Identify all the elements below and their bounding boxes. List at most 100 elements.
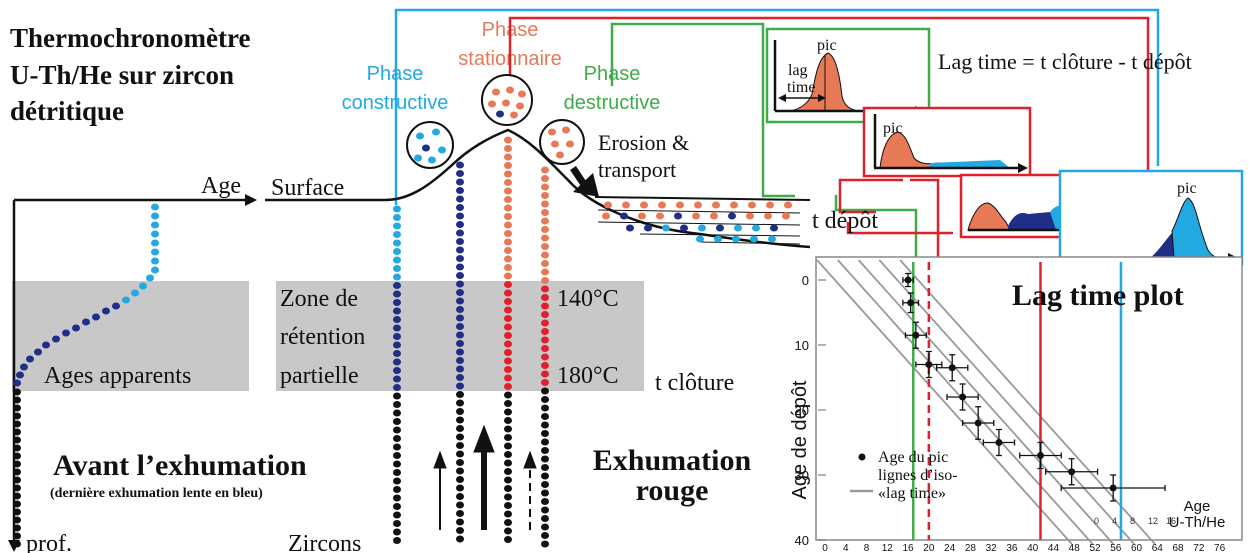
zircon-dot-column <box>504 272 512 280</box>
zircon-dot-column <box>456 510 464 517</box>
zircon-dot-sediment <box>662 224 670 232</box>
y-tick-label: 20 <box>795 403 809 418</box>
legend-iso-2: «lag time» <box>878 485 946 502</box>
zircon-dot-apparent <box>20 363 28 371</box>
zone-line-1: Zone de <box>280 286 358 312</box>
zircon-dot-column <box>504 451 512 458</box>
zircon-dot-apparent <box>13 379 21 387</box>
zircon-dot-sediment <box>674 212 682 220</box>
x-tick-label: 0 <box>822 543 828 553</box>
zircon-dot-sediment <box>716 224 724 232</box>
zircon-dot-circle <box>428 156 436 164</box>
y-tick-label: 0 <box>802 273 809 288</box>
zircon-dot-column <box>541 370 549 378</box>
y-tick-label: 10 <box>795 338 809 353</box>
zircon-dot-column <box>504 213 512 220</box>
zircon-dot-column <box>504 145 512 152</box>
exhumation-line-1: Exhumation <box>593 444 752 477</box>
iso-label: 0 <box>1094 516 1099 526</box>
zircon-dot-column <box>504 162 512 169</box>
zircon-dot-column <box>541 311 549 318</box>
zircon-dot-sediment <box>750 235 758 243</box>
zircon-dot-column <box>456 161 464 169</box>
zircon-dot-column <box>393 409 401 417</box>
zircon-dot-column <box>456 221 464 228</box>
zircon-dot-column <box>504 153 512 161</box>
data-point <box>948 364 956 372</box>
zircon-dot-column <box>504 136 512 144</box>
zircon-dot-circle <box>502 99 510 107</box>
zircon-dot-apparent <box>151 212 159 220</box>
zircon-dot-column <box>456 425 464 432</box>
zircon-dot-sediment <box>748 201 756 209</box>
zircon-dot-column <box>504 289 512 297</box>
zircon-dot-apparent <box>146 274 154 282</box>
zircon-dot-column <box>456 289 464 296</box>
zircon-dot-circle <box>506 86 514 94</box>
histogram-2-pic: pic <box>883 120 903 137</box>
erosion-line-2: transport <box>598 157 676 182</box>
zone-line-3: partielle <box>280 363 359 389</box>
zircon-dot-column <box>456 212 464 220</box>
x-tick-label: 64 <box>1152 543 1164 553</box>
histogram-1: pic lag time <box>765 27 931 124</box>
zircon-dot-column <box>456 493 464 500</box>
zircon-dot-deep <box>13 404 21 412</box>
zircon-dot-deep <box>13 468 21 476</box>
zircon-dot-column <box>504 417 512 424</box>
t-depot-label: t dépôt <box>812 208 878 234</box>
title-line-1: Thermochronomètre <box>10 23 250 53</box>
zircon-dot-column <box>456 365 464 373</box>
zircon-dot-column <box>456 467 464 475</box>
zircon-dot-column <box>393 290 401 298</box>
title: Thermochronomètre U-Th/He sur zircon dét… <box>10 23 250 126</box>
zircon-dot-apparent <box>92 313 100 321</box>
zircon-dot-column <box>456 170 464 177</box>
zircon-dot-column <box>456 484 464 492</box>
zircon-dot-column <box>504 459 512 467</box>
zircon-dot-column <box>541 404 549 412</box>
zircon-dot-column <box>541 166 549 174</box>
zircon-dot-column <box>456 518 464 526</box>
x-tick-label: 76 <box>1214 543 1226 553</box>
zircon-dot-column <box>393 435 401 442</box>
x-tick-label: 44 <box>1048 543 1060 553</box>
x-tick-label: 52 <box>1089 543 1101 553</box>
zircon-dot-column <box>504 442 512 450</box>
zircon-dot-apparent <box>151 239 159 247</box>
zircon-dot-column <box>456 323 464 330</box>
lag-time-formula: Lag time = t clôture - t dépôt <box>938 49 1192 74</box>
x-tick-label: 68 <box>1173 543 1185 553</box>
zircon-dot-column <box>504 485 512 492</box>
zircon-dot-circle <box>551 140 559 148</box>
erosion-line-1: Erosion & <box>598 130 689 155</box>
zircon-dot-circle <box>438 146 446 154</box>
zircon-dot-sediment <box>602 212 610 220</box>
zircon-dot-column <box>393 520 401 527</box>
zircon-dot-column <box>541 192 549 199</box>
zircon-dot-deep <box>13 476 21 484</box>
zircon-dot-column <box>504 281 512 288</box>
zircon-dot-deep <box>13 500 21 508</box>
phase-destructive-line-2: destructive <box>564 92 661 114</box>
data-point <box>907 299 915 307</box>
connector-red-mid-down <box>910 178 940 278</box>
connector-red-top <box>508 16 1150 180</box>
exhumation-line-2: rouge <box>636 474 709 507</box>
iso-lag-line <box>878 259 1135 545</box>
zircon-dot-column <box>456 306 464 313</box>
x-tick-label: 24 <box>944 543 956 553</box>
zircon-dot-column <box>393 265 401 272</box>
zircon-dot-column <box>541 498 549 505</box>
zircon-dot-column <box>456 204 464 211</box>
ages-apparents: Ages apparents <box>44 363 191 389</box>
zircon-dot-column <box>541 362 549 369</box>
zircon-dot-sediment <box>680 224 688 232</box>
zircon-dot-sediment <box>698 224 706 232</box>
zircon-dot-circle <box>496 110 504 118</box>
zircon-dot-column <box>541 455 549 463</box>
sediment-top <box>594 196 811 201</box>
exhumation-arrows <box>433 424 537 530</box>
zircon-dot-column <box>504 187 512 195</box>
zircon-dot-column <box>456 433 464 441</box>
